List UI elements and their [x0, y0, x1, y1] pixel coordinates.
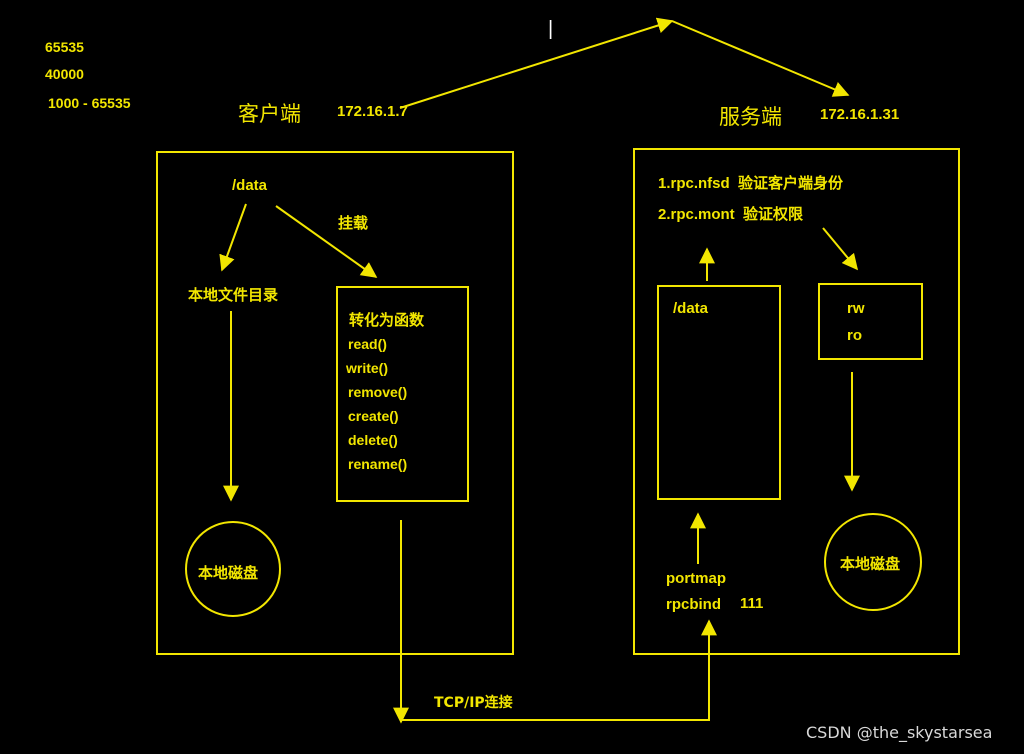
server-disk-label: 本地磁盘 — [840, 555, 901, 573]
client-data-dir: /data — [232, 177, 268, 194]
function-write: write() — [346, 360, 388, 376]
server-step-2: 2.rpc.mont 验证权限 — [658, 206, 804, 223]
port-65535: 65535 — [45, 39, 84, 55]
client-to-top-arrow — [399, 17, 674, 109]
top-to-server-arrow — [671, 20, 850, 97]
tcp-ip-label: TCP/IP连接 — [434, 695, 513, 711]
cursor-mark: | — [548, 18, 554, 40]
watermark: CSDN @the_skystarsea — [806, 723, 993, 742]
function-read: read() — [348, 336, 387, 352]
client-box — [156, 151, 514, 655]
server-step-1: 1.rpc.nfsd 验证客户端身份 — [658, 175, 844, 192]
data-to-local-dir-arrow — [219, 203, 247, 272]
function-rename: rename() — [348, 456, 408, 472]
portmap-label: portmap — [666, 570, 726, 587]
client-label: 客户端 — [238, 102, 301, 126]
function-delete: delete() — [348, 432, 398, 448]
client-disk-label: 本地磁盘 — [198, 564, 259, 582]
server-label: 服务端 — [719, 105, 782, 129]
client-disk-circle — [185, 521, 281, 617]
function-remove: remove() — [348, 384, 408, 400]
permission-ro: ro — [847, 327, 862, 344]
port-40000: 40000 — [45, 66, 84, 82]
server-disk-circle — [824, 513, 922, 611]
mount-label: 挂载 — [338, 214, 369, 232]
permission-rw: rw — [847, 300, 865, 317]
server-data-box — [657, 285, 781, 500]
function-box-title: 转化为函数 — [349, 311, 425, 329]
rpcbind-label: rpcbind — [666, 596, 721, 613]
tcp-connection-bottom — [401, 619, 717, 721]
permission-check-arrow — [822, 227, 859, 271]
permission-box — [818, 283, 923, 360]
rpcbind-port: 111 — [740, 595, 764, 612]
function-box — [336, 286, 469, 502]
server-ip: 172.16.1.31 — [820, 106, 900, 123]
server-data-dir: /data — [673, 300, 709, 317]
data-to-functions-arrow — [275, 205, 378, 278]
port-range: 1000 - 65535 — [48, 95, 131, 111]
local-dir-label: 本地文件目录 — [188, 286, 279, 304]
server-box — [633, 148, 960, 655]
function-create: create() — [348, 408, 399, 424]
client-ip: 172.16.1.7 — [337, 103, 408, 120]
